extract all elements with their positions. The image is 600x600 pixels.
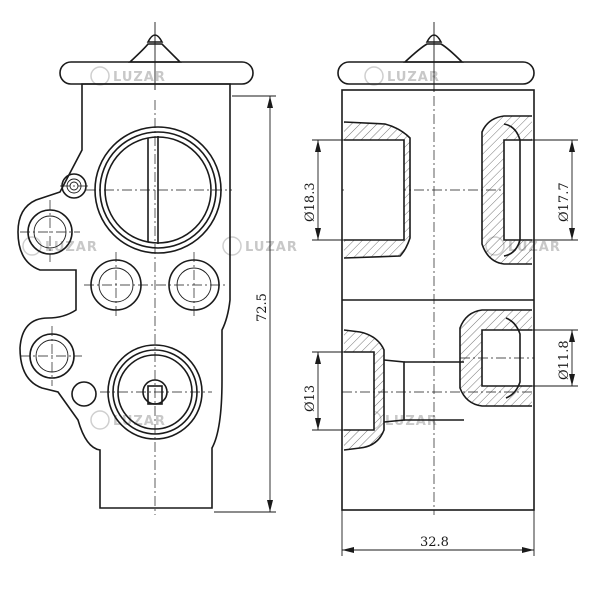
watermark-logo: LUZAR [364, 66, 440, 86]
width-dimension-label: 32.8 [420, 535, 449, 550]
dim-port-upper-right: Ø17.7 [532, 139, 578, 241]
dim-port-lower-left-label: Ø13 [303, 385, 318, 412]
dim-port-upper-left-label: Ø18.3 [303, 182, 318, 222]
watermark-logo: LUZAR [222, 236, 298, 256]
height-dimension-label: 72.5 [255, 293, 270, 322]
dim-port-upper-left: Ø18.3 [303, 139, 344, 241]
side-view: Ø18.3 Ø17.7 Ø13 Ø11.8 [303, 22, 578, 556]
watermark-text: LUZAR [113, 414, 166, 429]
side-port-upper-left [343, 121, 411, 259]
watermark-text: LUZAR [245, 240, 298, 255]
width-dimension: 32.8 [341, 510, 535, 556]
side-top-cap [337, 22, 535, 92]
front-body-outline [17, 83, 231, 509]
watermark-text: LUZAR [45, 240, 98, 255]
height-dimension: 72.5 [214, 95, 276, 513]
front-center-lines [20, 100, 232, 515]
side-port-lower-left [343, 329, 464, 451]
dim-port-lower-right: Ø11.8 [532, 329, 578, 387]
dim-port-lower-right-label: Ø11.8 [557, 340, 572, 380]
watermark-logo: LUZAR [90, 66, 166, 86]
watermark-text: LUZAR [113, 70, 166, 85]
dim-port-lower-left: Ø13 [303, 351, 344, 431]
watermark-text: LUZAR [387, 70, 440, 85]
front-view: 72.5 [17, 22, 276, 515]
watermark-logo: LUZAR [90, 410, 166, 430]
front-small-hole [71, 381, 97, 407]
watermark-logo: LUZAR [22, 236, 98, 256]
watermark-text: LUZAR [385, 414, 438, 429]
dim-port-upper-right-label: Ø17.7 [557, 182, 572, 222]
side-port-upper-right [481, 115, 532, 265]
